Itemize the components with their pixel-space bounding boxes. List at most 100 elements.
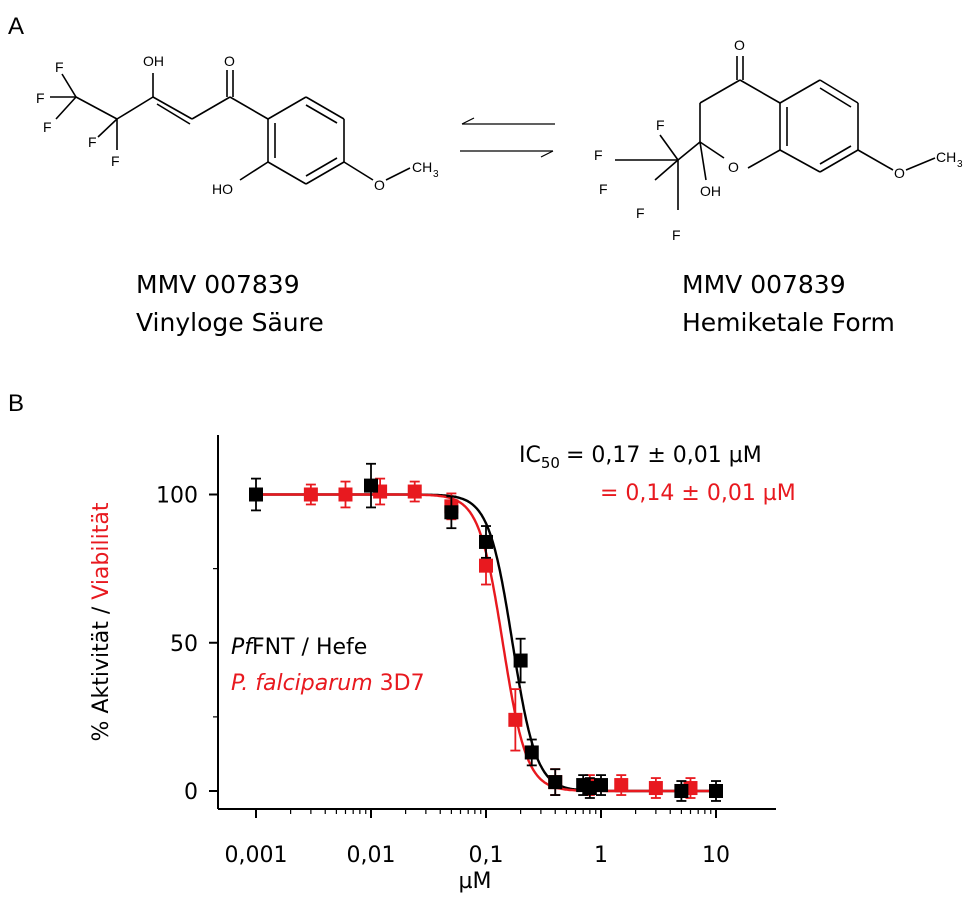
atom-label: OH xyxy=(143,53,164,69)
data-point-red xyxy=(407,480,422,503)
ic50-prefix: IC xyxy=(519,443,541,468)
atom-label: F xyxy=(656,117,665,133)
atom-label: F xyxy=(55,59,64,75)
bond xyxy=(305,96,345,120)
bond xyxy=(61,73,77,98)
right-molecule xyxy=(615,56,936,210)
atom-label: OH xyxy=(700,183,721,199)
left-molecule-atoms: F F F F F OH O HO O CH 3 xyxy=(36,53,439,197)
x-axis-label: µM xyxy=(459,869,492,894)
bond xyxy=(156,103,191,125)
bond xyxy=(819,87,852,108)
marker xyxy=(582,781,597,796)
left-molecule xyxy=(50,70,411,185)
atom-label: F xyxy=(672,227,681,243)
bond xyxy=(55,96,77,120)
y-axis-label-activity: % Aktivität xyxy=(89,621,114,742)
bond xyxy=(819,145,852,165)
left-compound-id: MMV 007839 xyxy=(136,270,300,299)
right-compound-name: Hemiketale Form xyxy=(682,308,895,337)
bond xyxy=(699,141,707,181)
bond xyxy=(267,161,307,185)
panel-b-label: B xyxy=(8,390,24,417)
bond xyxy=(343,161,374,181)
data-point-black xyxy=(524,738,539,767)
bond xyxy=(305,104,338,124)
bond xyxy=(699,79,741,104)
right-compound-id: MMV 007839 xyxy=(682,270,846,299)
atom-label: O xyxy=(734,37,745,53)
data-point-black xyxy=(582,777,597,799)
y-tick-label: 50 xyxy=(170,632,198,657)
marker xyxy=(674,784,689,798)
atom-label: O xyxy=(374,177,385,193)
equilibrium-arrows xyxy=(460,117,555,158)
data-point-black xyxy=(674,780,689,802)
atom-label: O xyxy=(224,53,235,69)
bond xyxy=(747,149,781,169)
atom-label: O xyxy=(728,159,739,175)
data-point-red xyxy=(338,480,353,509)
data-point-red xyxy=(614,774,629,796)
data-point-black xyxy=(364,462,378,509)
forward-arrowhead xyxy=(540,150,554,158)
y-axis-label-sep: / xyxy=(89,600,114,621)
bond xyxy=(654,159,679,181)
panel-a-label: A xyxy=(8,13,24,40)
marker xyxy=(709,784,723,798)
marker xyxy=(303,487,318,502)
bond xyxy=(116,96,154,120)
marker xyxy=(364,478,378,493)
bond xyxy=(857,149,894,171)
atom-label: 3 xyxy=(957,159,963,170)
reverse-arrowhead xyxy=(461,117,475,125)
x-tick-label: 1 xyxy=(594,843,608,868)
bond xyxy=(819,79,859,104)
marker xyxy=(513,653,528,668)
bond xyxy=(699,141,725,159)
legend-red: P. falciparum 3D7 xyxy=(231,671,425,696)
legend-black: PfFNT / Hefe xyxy=(231,635,367,660)
x-tick-label: 0,01 xyxy=(347,843,396,868)
data-point-black xyxy=(479,525,493,559)
bond xyxy=(385,167,411,181)
y-tick-label: 100 xyxy=(156,484,198,509)
data-point-black xyxy=(594,774,608,796)
bond xyxy=(905,157,936,171)
marker xyxy=(614,778,629,793)
atom-label: F xyxy=(88,134,97,150)
bond xyxy=(239,161,269,181)
legend-red-italic: P. falciparum xyxy=(231,671,373,696)
data-point-red xyxy=(303,483,318,506)
legend-black-rest: FNT / Hefe xyxy=(252,635,367,660)
legend-red-rest: 3D7 xyxy=(373,671,425,696)
atom-label: HO xyxy=(212,181,233,197)
x-tick-label: 10 xyxy=(702,843,730,868)
atom-label: F xyxy=(36,90,45,106)
bond xyxy=(75,96,118,120)
bond xyxy=(152,96,193,120)
data-point-black xyxy=(709,780,723,802)
data-point-black xyxy=(249,477,263,512)
marker xyxy=(407,484,422,499)
atom-label: F xyxy=(594,147,603,163)
marker xyxy=(444,505,459,520)
x-tick-label: 0,001 xyxy=(225,843,288,868)
right-molecule-atoms: O O F F F F F OH O CH 3 xyxy=(594,37,963,243)
atom-label: F xyxy=(599,181,608,197)
bond xyxy=(305,161,345,185)
marker xyxy=(479,558,493,573)
marker xyxy=(508,712,523,727)
data-point-red xyxy=(648,777,663,799)
bond xyxy=(229,96,269,120)
left-compound-name: Vinyloge Säure xyxy=(136,308,324,337)
bond xyxy=(677,141,701,161)
ic50-black: IC50= 0,17 ± 0,01 µM xyxy=(519,443,762,472)
marker xyxy=(249,487,263,502)
atom-label: CH xyxy=(936,149,956,165)
data-point-black xyxy=(548,768,563,796)
data-point-black xyxy=(513,637,528,684)
bond xyxy=(305,157,338,177)
y-axis-label: % Aktivität / Viabilität xyxy=(89,502,114,741)
